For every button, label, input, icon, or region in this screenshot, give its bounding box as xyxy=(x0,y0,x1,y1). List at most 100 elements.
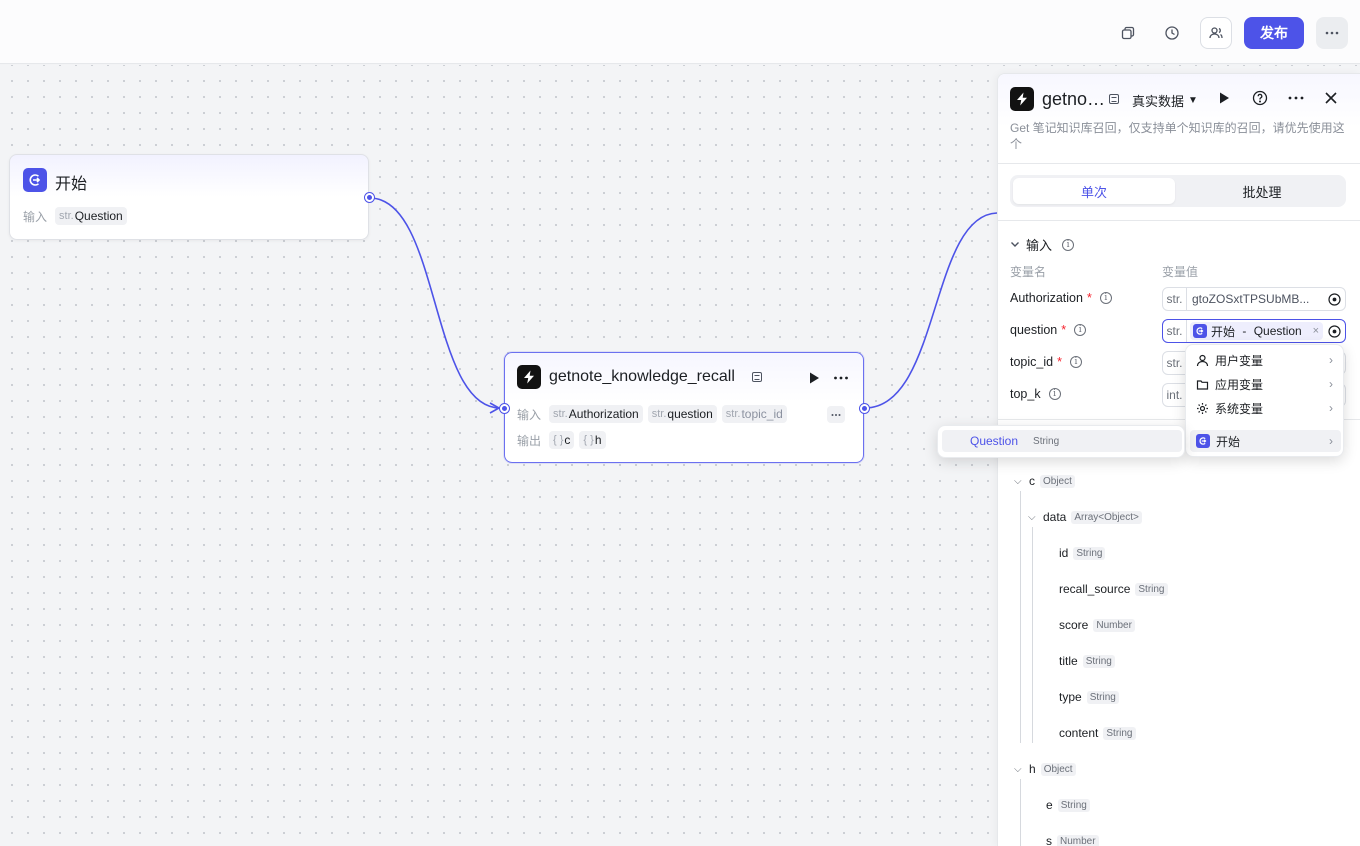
type-badge: String xyxy=(1073,546,1106,560)
menu-item-system-vars[interactable]: 系统变量› xyxy=(1190,397,1341,419)
info-icon: i xyxy=(1048,388,1061,400)
panel-more-icon[interactable] xyxy=(1287,90,1305,109)
input-tag-question: str.Question xyxy=(55,207,127,225)
plugin-node[interactable]: getnote_knowledge_recall 输入 str.Authoriz… xyxy=(504,352,864,463)
info-icon: i xyxy=(1099,292,1112,304)
close-icon[interactable] xyxy=(1323,90,1339,109)
panel-header: getno… 真实数据 ▼ Get 笔记知识库召回，仅支持单个知识库的召回，请优… xyxy=(998,74,1360,164)
data-mode-select[interactable]: 真实数据 ▼ xyxy=(1132,91,1198,110)
variable-source-dropdown: 用户变量› 应用变量› 系统变量› 开始› xyxy=(1185,344,1344,457)
value-type-label: str. xyxy=(1163,352,1187,374)
input-tag-authorization: str.Authorization xyxy=(549,405,643,423)
node-more-icon[interactable] xyxy=(833,371,849,388)
input-row-label: 输入 xyxy=(23,209,48,224)
plugin-input-port[interactable] xyxy=(500,404,509,413)
value-type-label: str. xyxy=(1163,288,1187,310)
plugin-logo-icon xyxy=(517,365,541,389)
copy-icon[interactable] xyxy=(1112,17,1144,49)
authorization-value: gtoZOSxtTPSUbMB... xyxy=(1192,292,1310,306)
output-row-label: 输出 xyxy=(517,433,542,448)
ref-var-name: Question xyxy=(1253,324,1302,338)
required-mark: * xyxy=(1057,355,1062,369)
chevron-down-icon: ⌵ xyxy=(1028,511,1036,523)
start-node-inputs: 输入 str.Question xyxy=(23,207,127,225)
menu-item-question-var[interactable]: Question String xyxy=(942,430,1182,452)
value-type-label: int. xyxy=(1163,384,1187,406)
output-tag-h: { }h xyxy=(579,431,606,449)
input-tag-question: str.question xyxy=(647,405,717,423)
publish-button[interactable]: 发布 xyxy=(1244,17,1304,49)
clear-reference-icon[interactable]: × xyxy=(1312,325,1319,337)
input-tag-topic-id: str.topic_id xyxy=(721,405,787,423)
plugin-output-port[interactable] xyxy=(860,404,869,413)
menu-item-user-vars[interactable]: 用户变量› xyxy=(1190,349,1341,371)
tree-guide-line xyxy=(1020,491,1021,743)
help-icon[interactable] xyxy=(1252,90,1268,109)
tree-guide-line xyxy=(1020,779,1021,846)
plugin-badge-icon xyxy=(751,371,763,386)
gear-icon xyxy=(1197,402,1208,414)
start-node-title: 开始 xyxy=(55,176,88,193)
start-node-icon xyxy=(1196,434,1210,448)
start-output-port[interactable] xyxy=(365,193,374,202)
tab-single[interactable]: 单次 xyxy=(1013,178,1175,204)
start-node-icon xyxy=(23,168,47,192)
run-node-icon[interactable] xyxy=(807,371,821,388)
more-inputs-icon[interactable] xyxy=(827,406,845,423)
column-header-value: 变量值 xyxy=(1162,265,1199,279)
variable-picker-icon[interactable] xyxy=(1323,292,1345,306)
folder-icon xyxy=(1196,379,1209,390)
start-node[interactable]: 开始 输入 str.Question xyxy=(9,154,369,240)
type-badge: Array<Object> xyxy=(1071,510,1142,524)
output-tag-c: { }c xyxy=(549,431,575,449)
question-value-input[interactable]: str. 开始 - Question × xyxy=(1162,319,1346,343)
more-menu-icon[interactable] xyxy=(1316,17,1348,49)
input-section-header[interactable]: 输入 i xyxy=(1010,235,1075,254)
ref-node-name: 开始 xyxy=(1211,324,1236,339)
start-node-icon xyxy=(1193,324,1207,338)
variable-reference-chip[interactable]: 开始 - Question × xyxy=(1190,322,1323,340)
param-name-topic-id: topic_id*i xyxy=(1010,355,1082,369)
type-badge: String xyxy=(1057,798,1090,812)
input-row-label: 输入 xyxy=(517,407,542,422)
type-badge: Number xyxy=(1057,834,1099,846)
tab-batch[interactable]: 批处理 xyxy=(1242,184,1282,200)
chevron-right-icon: › xyxy=(1329,377,1333,391)
chevron-down-icon xyxy=(1010,237,1020,252)
value-type-label: str. xyxy=(1163,320,1187,342)
type-badge: String xyxy=(1030,434,1063,448)
type-badge: String xyxy=(1103,726,1136,740)
menu-item-app-vars[interactable]: 应用变量› xyxy=(1190,373,1341,395)
type-badge: Object xyxy=(1040,762,1076,776)
menu-item-start-node[interactable]: 开始› xyxy=(1190,430,1341,452)
type-badge: String xyxy=(1082,654,1115,668)
type-badge: Number xyxy=(1093,618,1135,632)
type-badge: String xyxy=(1135,582,1168,596)
param-name-question: question*i xyxy=(1010,323,1087,337)
type-badge: Object xyxy=(1040,474,1075,488)
run-test-icon[interactable] xyxy=(1217,91,1231,108)
chevron-down-icon: ⌵ xyxy=(1014,763,1022,775)
plugin-badge-icon xyxy=(1108,93,1120,108)
start-node-variables-submenu: Question String xyxy=(937,425,1185,458)
chevron-down-icon: ⌵ xyxy=(1014,475,1022,487)
required-mark: * xyxy=(1061,323,1067,337)
variable-picker-icon[interactable] xyxy=(1323,324,1345,338)
history-icon[interactable] xyxy=(1156,17,1188,49)
info-icon: i xyxy=(1069,356,1082,368)
plugin-node-title: getnote_knowledge_recall xyxy=(549,368,735,385)
panel-description: Get 笔记知识库召回，仅支持单个知识库的召回，请优先使用这个 xyxy=(1010,121,1345,151)
chevron-right-icon: › xyxy=(1329,401,1333,415)
plugin-node-inputs: 输入 str.Authorization str.question str.to… xyxy=(517,405,787,423)
param-name-authorization: Authorization*i xyxy=(1010,291,1112,305)
authorization-value-input[interactable]: str. gtoZOSxtTPSUbMB... xyxy=(1162,287,1346,311)
collaborators-icon[interactable] xyxy=(1200,17,1232,49)
